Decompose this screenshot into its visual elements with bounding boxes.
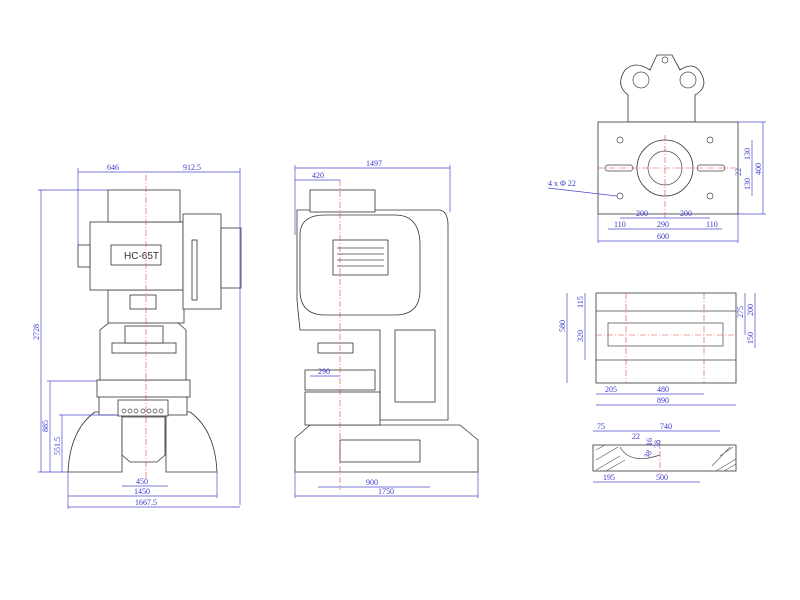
- side-lower-frame: [304, 391, 381, 426]
- front-right-foot: [165, 411, 218, 473]
- dim-2728: 2728: [32, 324, 41, 340]
- bolster-plate: [595, 292, 737, 384]
- control-buttons: [121, 408, 164, 414]
- side-motor: [309, 189, 376, 213]
- dim-110a: 110: [614, 220, 626, 229]
- dim-420: 420: [312, 171, 324, 180]
- dim-110b: 110: [706, 220, 718, 229]
- dim-290: 290: [318, 367, 330, 376]
- dim-150: 150: [746, 332, 755, 344]
- dim-646: 646: [107, 163, 119, 172]
- dim-38b: 38: [642, 449, 654, 460]
- bolster-plan-view: 115 320 580 275 200 150 205 480 890: [558, 292, 756, 406]
- vent-slots: [337, 247, 384, 267]
- dim-75: 75: [597, 422, 605, 431]
- side-base-slot: [339, 439, 421, 463]
- front-chute: [121, 416, 166, 463]
- front-die-area: [124, 325, 164, 344]
- dim-16: 16: [645, 438, 654, 446]
- front-control-panel: [117, 399, 169, 417]
- dim-290: 290: [657, 220, 669, 229]
- front-motor-top: [107, 189, 181, 223]
- front-nameplate: [129, 294, 157, 310]
- model-plate: [110, 244, 162, 266]
- dim-580: 580: [558, 320, 567, 332]
- hole-note: 4 x Φ 22: [548, 179, 576, 188]
- dim-130b: 130: [743, 178, 752, 190]
- front-sight-gauge: [191, 239, 198, 301]
- front-flywheel: [220, 227, 242, 289]
- front-bolster: [96, 379, 191, 398]
- dim-551-5: 551.5: [53, 437, 62, 455]
- dim-500: 500: [656, 473, 668, 482]
- side-slide: [317, 342, 354, 354]
- front-slide: [111, 342, 177, 354]
- dim-38a: 38: [653, 440, 662, 448]
- side-electrical-cabinet: [394, 329, 436, 403]
- dim-200b: 200: [680, 209, 692, 218]
- dim-885: 885: [41, 420, 50, 432]
- dim-1750: 1750: [378, 487, 394, 496]
- dim-900: 900: [366, 478, 378, 487]
- front-flywheel-housing: [182, 213, 222, 310]
- front-left-foot: [67, 411, 123, 473]
- dim-22: 22: [632, 432, 640, 441]
- base-top-lugs: [620, 54, 705, 123]
- dim-195: 195: [603, 473, 615, 482]
- side-vent-grille: [332, 239, 389, 276]
- bolster-center-opening: [607, 322, 724, 347]
- dim-1667-5: 1667.5: [135, 498, 157, 507]
- dim-480: 480: [657, 385, 669, 394]
- front-side-handle: [77, 244, 91, 268]
- bolster-section-groove: [619, 446, 661, 459]
- dim-912-5: 912.5: [183, 163, 201, 172]
- bolster-section-view: 75 740 22 16 38 38 195 500: [592, 422, 737, 483]
- dim-1497: 1497: [366, 159, 382, 168]
- dim-740: 740: [660, 422, 672, 431]
- dim-275: 275: [736, 306, 745, 318]
- dim-1450: 1450: [134, 487, 150, 496]
- dim-400: 400: [754, 163, 763, 175]
- dim-890: 890: [657, 396, 669, 405]
- dim-200a: 200: [636, 209, 648, 218]
- dim-200: 200: [746, 304, 755, 316]
- side-view: 1497 420 290 900 1750: [294, 159, 479, 498]
- dim-320: 320: [576, 330, 585, 342]
- front-view: HC-65T 646 912.5 2728 885 551.5 450 1450…: [32, 163, 242, 509]
- model-label: HC-65T: [124, 251, 159, 262]
- dim-22: 22: [734, 168, 743, 176]
- dim-600: 600: [657, 232, 669, 241]
- dim-450: 450: [136, 477, 148, 486]
- dim-130a: 130: [743, 148, 752, 160]
- dim-205: 205: [605, 385, 617, 394]
- base-plan-view: 4 x Φ 22 200 200 110 290 110 600 130 22 …: [547, 54, 766, 243]
- dim-115: 115: [576, 296, 585, 308]
